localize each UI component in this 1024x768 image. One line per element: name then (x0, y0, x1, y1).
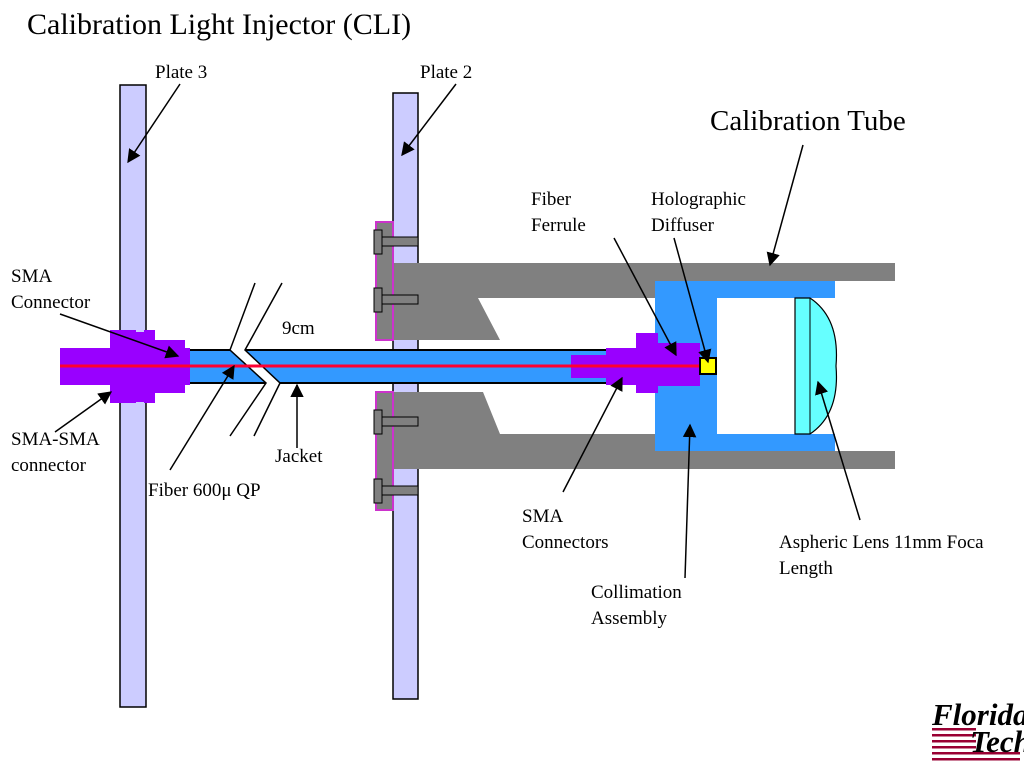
florida-tech-logo: Florida Tech (931, 697, 1024, 761)
sma-connectors-label-2: Connectors (522, 532, 609, 553)
fiber-ferrule-label-2: Ferrule (531, 215, 586, 236)
plate-2-label: Plate 2 (420, 62, 473, 83)
aspheric-label-2: Length (779, 558, 833, 579)
fiber-ferrule-label-1: Fiber (531, 189, 572, 210)
aspheric-label-1: Aspheric Lens 11mm Foca (779, 532, 984, 553)
sma-connector-label-1: SMA (11, 266, 53, 287)
fiber-label: Fiber 600μ QP (148, 480, 261, 501)
break-gap (230, 283, 282, 436)
bolts (373, 229, 419, 504)
calibration-tube-label: Calibration Tube (710, 105, 906, 137)
sma-sma-label-1: SMA-SMA (11, 429, 100, 450)
page-title: Calibration Light Injector (CLI) (27, 8, 412, 41)
sma-sma-label-2: connector (11, 455, 86, 476)
sma-connectors-label-1: SMA (522, 506, 564, 527)
plate-3-label: Plate 3 (155, 62, 208, 83)
logo-line-2: Tech (970, 724, 1024, 759)
holographic-label-2: Diffuser (651, 215, 714, 236)
collimation-label-2: Assembly (591, 608, 667, 629)
calibration-tube (378, 263, 895, 469)
distance-label: 9cm (282, 318, 315, 339)
leader-lines (54, 83, 861, 579)
collimation-label-1: Collimation (591, 582, 682, 603)
sma-connector-label-2: Connector (11, 292, 91, 313)
logo-line-1: Florida (931, 697, 1024, 732)
holographic-label-1: Holographic (651, 189, 746, 210)
jacket-label: Jacket (275, 446, 323, 467)
aspheric-lens (794, 297, 838, 435)
